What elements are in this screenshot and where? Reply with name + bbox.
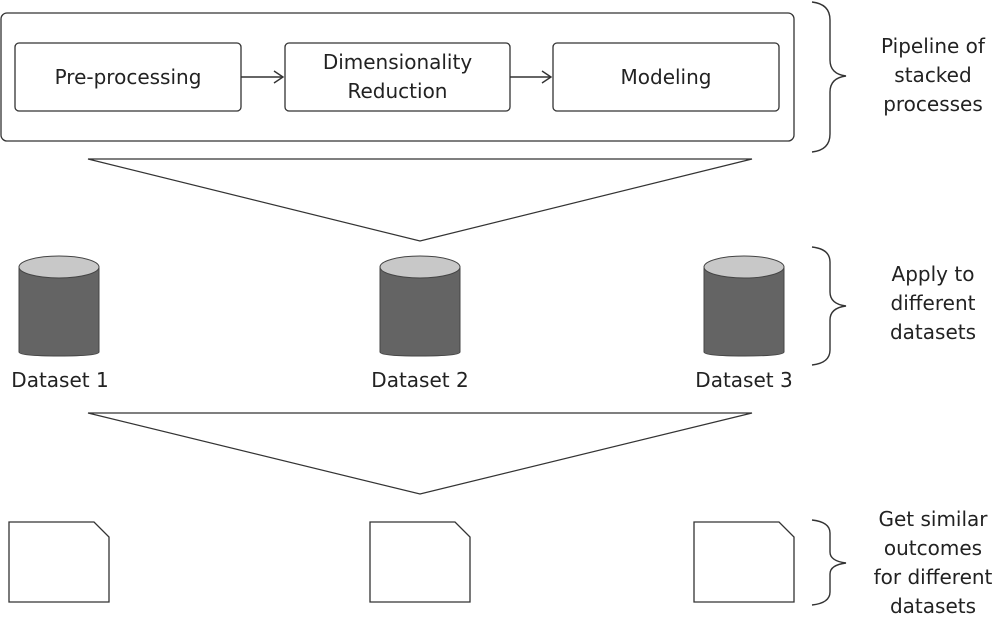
annotation-outcomes: Get similar outcomes for different datas… xyxy=(873,507,993,618)
step-label-preprocessing: Pre-processing xyxy=(54,64,202,89)
dataset-label-2: Dataset 2 xyxy=(371,368,469,392)
dataset-label-1: Dataset 1 xyxy=(11,368,109,392)
brace-pipeline xyxy=(811,1,847,153)
dataset-cylinder-1 xyxy=(18,255,100,357)
funnel-triangle-datasets xyxy=(87,412,753,495)
funnel-triangle-pipeline xyxy=(87,158,753,242)
brace-outcomes xyxy=(811,519,847,606)
step-label-modeling: Modeling xyxy=(620,64,712,89)
dataset-label-3: Dataset 3 xyxy=(695,368,793,392)
arrow-reduction-to-modeling xyxy=(510,70,553,84)
outcome-document-1 xyxy=(8,521,110,603)
arrow-preprocessing-to-reduction xyxy=(241,70,285,84)
dataset-cylinder-3 xyxy=(703,255,785,357)
annotation-pipeline: Pipeline of stacked processes xyxy=(881,34,985,116)
step-label-dimensionality-reduction: Dimensionality Reduction xyxy=(322,50,473,103)
dataset-cylinder-2 xyxy=(379,255,461,357)
outcome-document-2 xyxy=(369,521,471,603)
outcome-document-3 xyxy=(693,521,795,603)
step-box-modeling xyxy=(552,42,780,112)
annotation-apply: Apply to different datasets xyxy=(889,262,977,344)
pipeline-container xyxy=(0,12,795,142)
brace-datasets xyxy=(811,246,847,366)
